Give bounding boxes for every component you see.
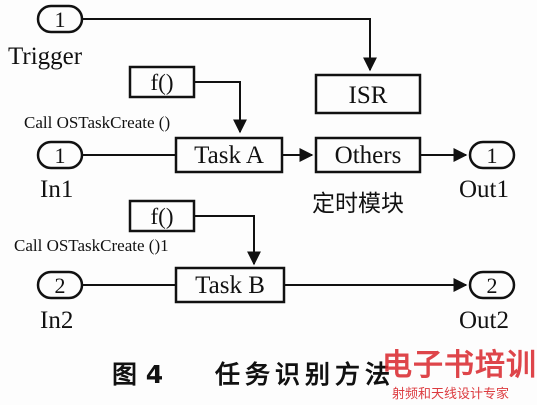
trigger-label: Trigger [8, 43, 83, 70]
watermark: 电子书培训 射频和天线设计专家 [382, 348, 537, 402]
watermark-brand: 电子书培训 [382, 348, 537, 383]
in2-label: In2 [40, 307, 73, 334]
in2-port: 2 [36, 270, 84, 300]
trigger-port: 1 [36, 4, 84, 34]
out1-label: Out1 [459, 176, 509, 203]
in2-port-number: 2 [55, 273, 66, 298]
figure-number: 图 4 [112, 360, 163, 389]
function-block-a: f() [128, 65, 196, 99]
out1-port-number: 1 [487, 143, 498, 168]
in1-port-number: 1 [55, 143, 66, 168]
others-block: Others [314, 136, 422, 174]
in1-port: 1 [36, 140, 84, 170]
out1-port-oval [468, 140, 516, 170]
isr-block-label: ISR [349, 82, 388, 109]
isr-block-box [314, 73, 422, 115]
figure-caption: 任务识别方法 [214, 360, 395, 389]
isr-block: ISR [314, 73, 422, 115]
function-block-b: f() [128, 199, 196, 233]
function-block-a-label: f() [151, 70, 174, 95]
trigger-to-isr-wire [82, 18, 377, 72]
in1-label: In1 [40, 176, 73, 203]
out2-port-number: 2 [487, 273, 498, 298]
out2-label: Out2 [459, 307, 509, 334]
func-a-to-task-a-wire [194, 81, 247, 134]
task-b-block-label: Task B [195, 272, 265, 299]
task-a-block: Task A [174, 136, 284, 174]
function-block-b-label: f() [151, 204, 174, 229]
trigger-port-number: 1 [55, 7, 66, 32]
task-a-block-label: Task A [194, 142, 264, 169]
task-b-block: Task B [174, 266, 286, 304]
watermark-tagline: 射频和天线设计专家 [392, 386, 509, 402]
call-ostaskcreate-b-label: Call OSTaskCreate ()1 [14, 236, 169, 255]
timer-module-label: 定时模块 [312, 191, 404, 217]
call-ostaskcreate-a-label: Call OSTaskCreate () [24, 113, 170, 132]
others-block-label: Others [335, 142, 402, 169]
func-b-to-task-b-wire [194, 215, 261, 266]
out1-port: 1 [468, 140, 516, 170]
out2-port-oval [468, 270, 516, 300]
out2-port: 2 [468, 270, 516, 300]
